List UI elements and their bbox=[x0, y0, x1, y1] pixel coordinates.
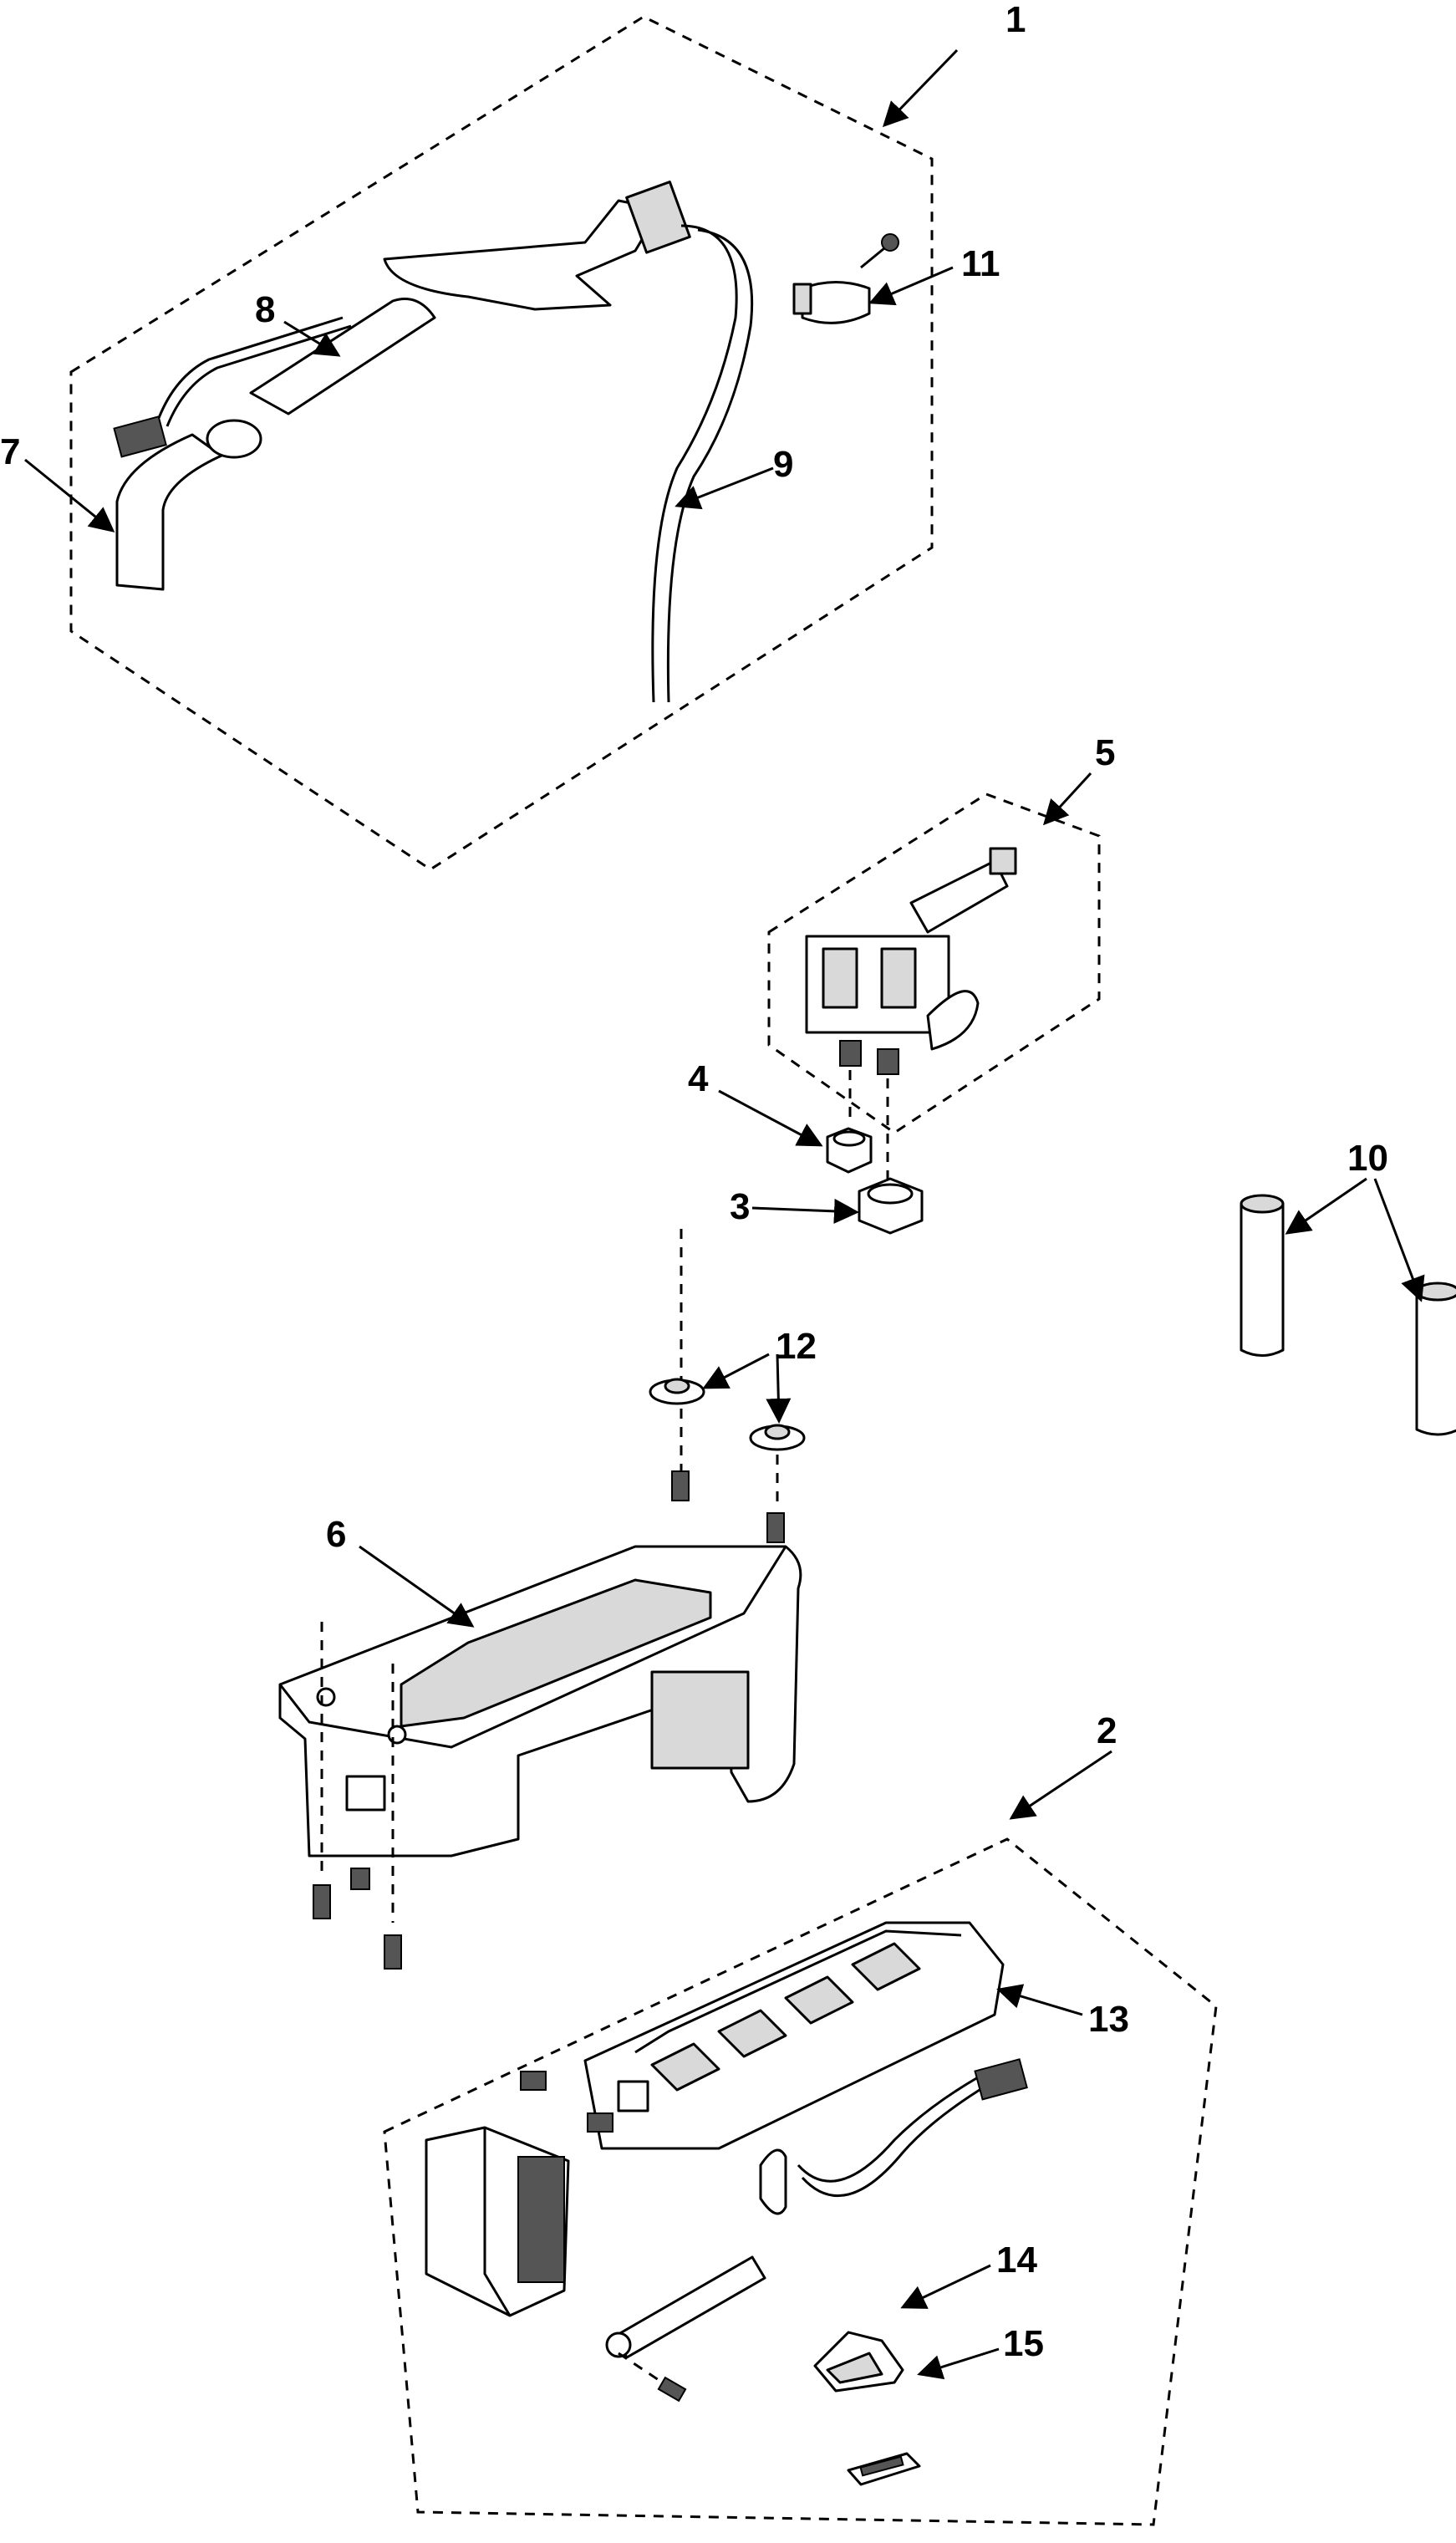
callout-5: 5 bbox=[1095, 732, 1115, 773]
nut-3-part bbox=[858, 1177, 924, 1235]
shutoff-arm-14-part bbox=[813, 2331, 904, 2393]
valve-assembly-5-group bbox=[767, 792, 1101, 1179]
callout-14: 14 bbox=[996, 2240, 1037, 2281]
callout-9: 9 bbox=[773, 444, 793, 485]
callout-6: 6 bbox=[326, 1514, 346, 1555]
clip-part bbox=[520, 2071, 613, 2133]
callout-1: 1 bbox=[1005, 0, 1026, 40]
arm-screw-part bbox=[618, 2352, 687, 2403]
callout-12: 12 bbox=[776, 1326, 817, 1367]
mounting-screw-part bbox=[671, 1470, 785, 1543]
control-box-part bbox=[425, 2126, 570, 2317]
callout-2: 2 bbox=[1097, 1710, 1117, 1751]
grommet-12-right-part bbox=[749, 1424, 806, 1451]
callout-4: 4 bbox=[688, 1058, 709, 1099]
callout-labels: 1 2 3 4 5 6 7 8 9 10 11 12 13 14 15 bbox=[0, 0, 1388, 2364]
clamp-part bbox=[792, 281, 871, 324]
housing-screw-part bbox=[313, 1868, 402, 1970]
bracket-part bbox=[383, 181, 691, 311]
tube-10-left-part bbox=[1240, 1194, 1285, 1357]
heater-harness-part bbox=[113, 316, 352, 458]
callout-7: 7 bbox=[0, 431, 20, 472]
clip-15-part bbox=[847, 2452, 921, 2486]
leader-lines bbox=[24, 48, 1425, 2380]
ejector-arm-part bbox=[605, 2148, 787, 2359]
grommet-12-left-part bbox=[649, 1378, 705, 1405]
ice-bucket-housing-part bbox=[278, 1545, 802, 1858]
water-valve-part bbox=[805, 847, 1017, 1075]
callout-3: 3 bbox=[730, 1186, 750, 1227]
callout-8: 8 bbox=[255, 289, 275, 330]
water-tube-part bbox=[651, 224, 754, 703]
tube-10-right-part bbox=[1415, 1282, 1456, 1436]
nut-4-part bbox=[826, 1127, 873, 1174]
assembly-1-group bbox=[69, 15, 934, 871]
callout-13: 13 bbox=[1088, 1999, 1129, 2040]
callout-10: 10 bbox=[1347, 1138, 1388, 1179]
callout-11: 11 bbox=[961, 243, 1000, 284]
fill-tube-part bbox=[115, 298, 436, 591]
callout-15: 15 bbox=[1003, 2323, 1044, 2364]
wire-harness-part bbox=[797, 2058, 1028, 2198]
ice-tray-part bbox=[583, 1921, 1005, 2150]
clamp-screw-part bbox=[860, 233, 899, 269]
icemaker-assembly-2-group bbox=[383, 1837, 1218, 2526]
